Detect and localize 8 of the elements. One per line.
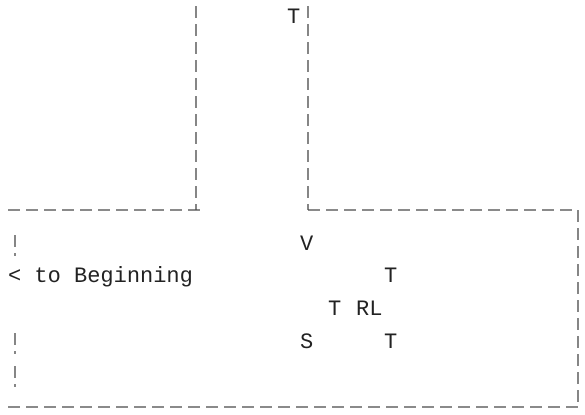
map-marker-label: T — [287, 5, 300, 31]
map-marker-label: T — [328, 297, 342, 323]
map-marker-label: T — [384, 264, 398, 290]
map-marker-label: T — [384, 330, 398, 356]
map-marker-label: V — [300, 232, 314, 258]
map-marker-label: RL — [356, 297, 382, 323]
map-marker-label: S — [300, 330, 314, 356]
exit-direction-label: < to Beginning — [8, 264, 193, 290]
